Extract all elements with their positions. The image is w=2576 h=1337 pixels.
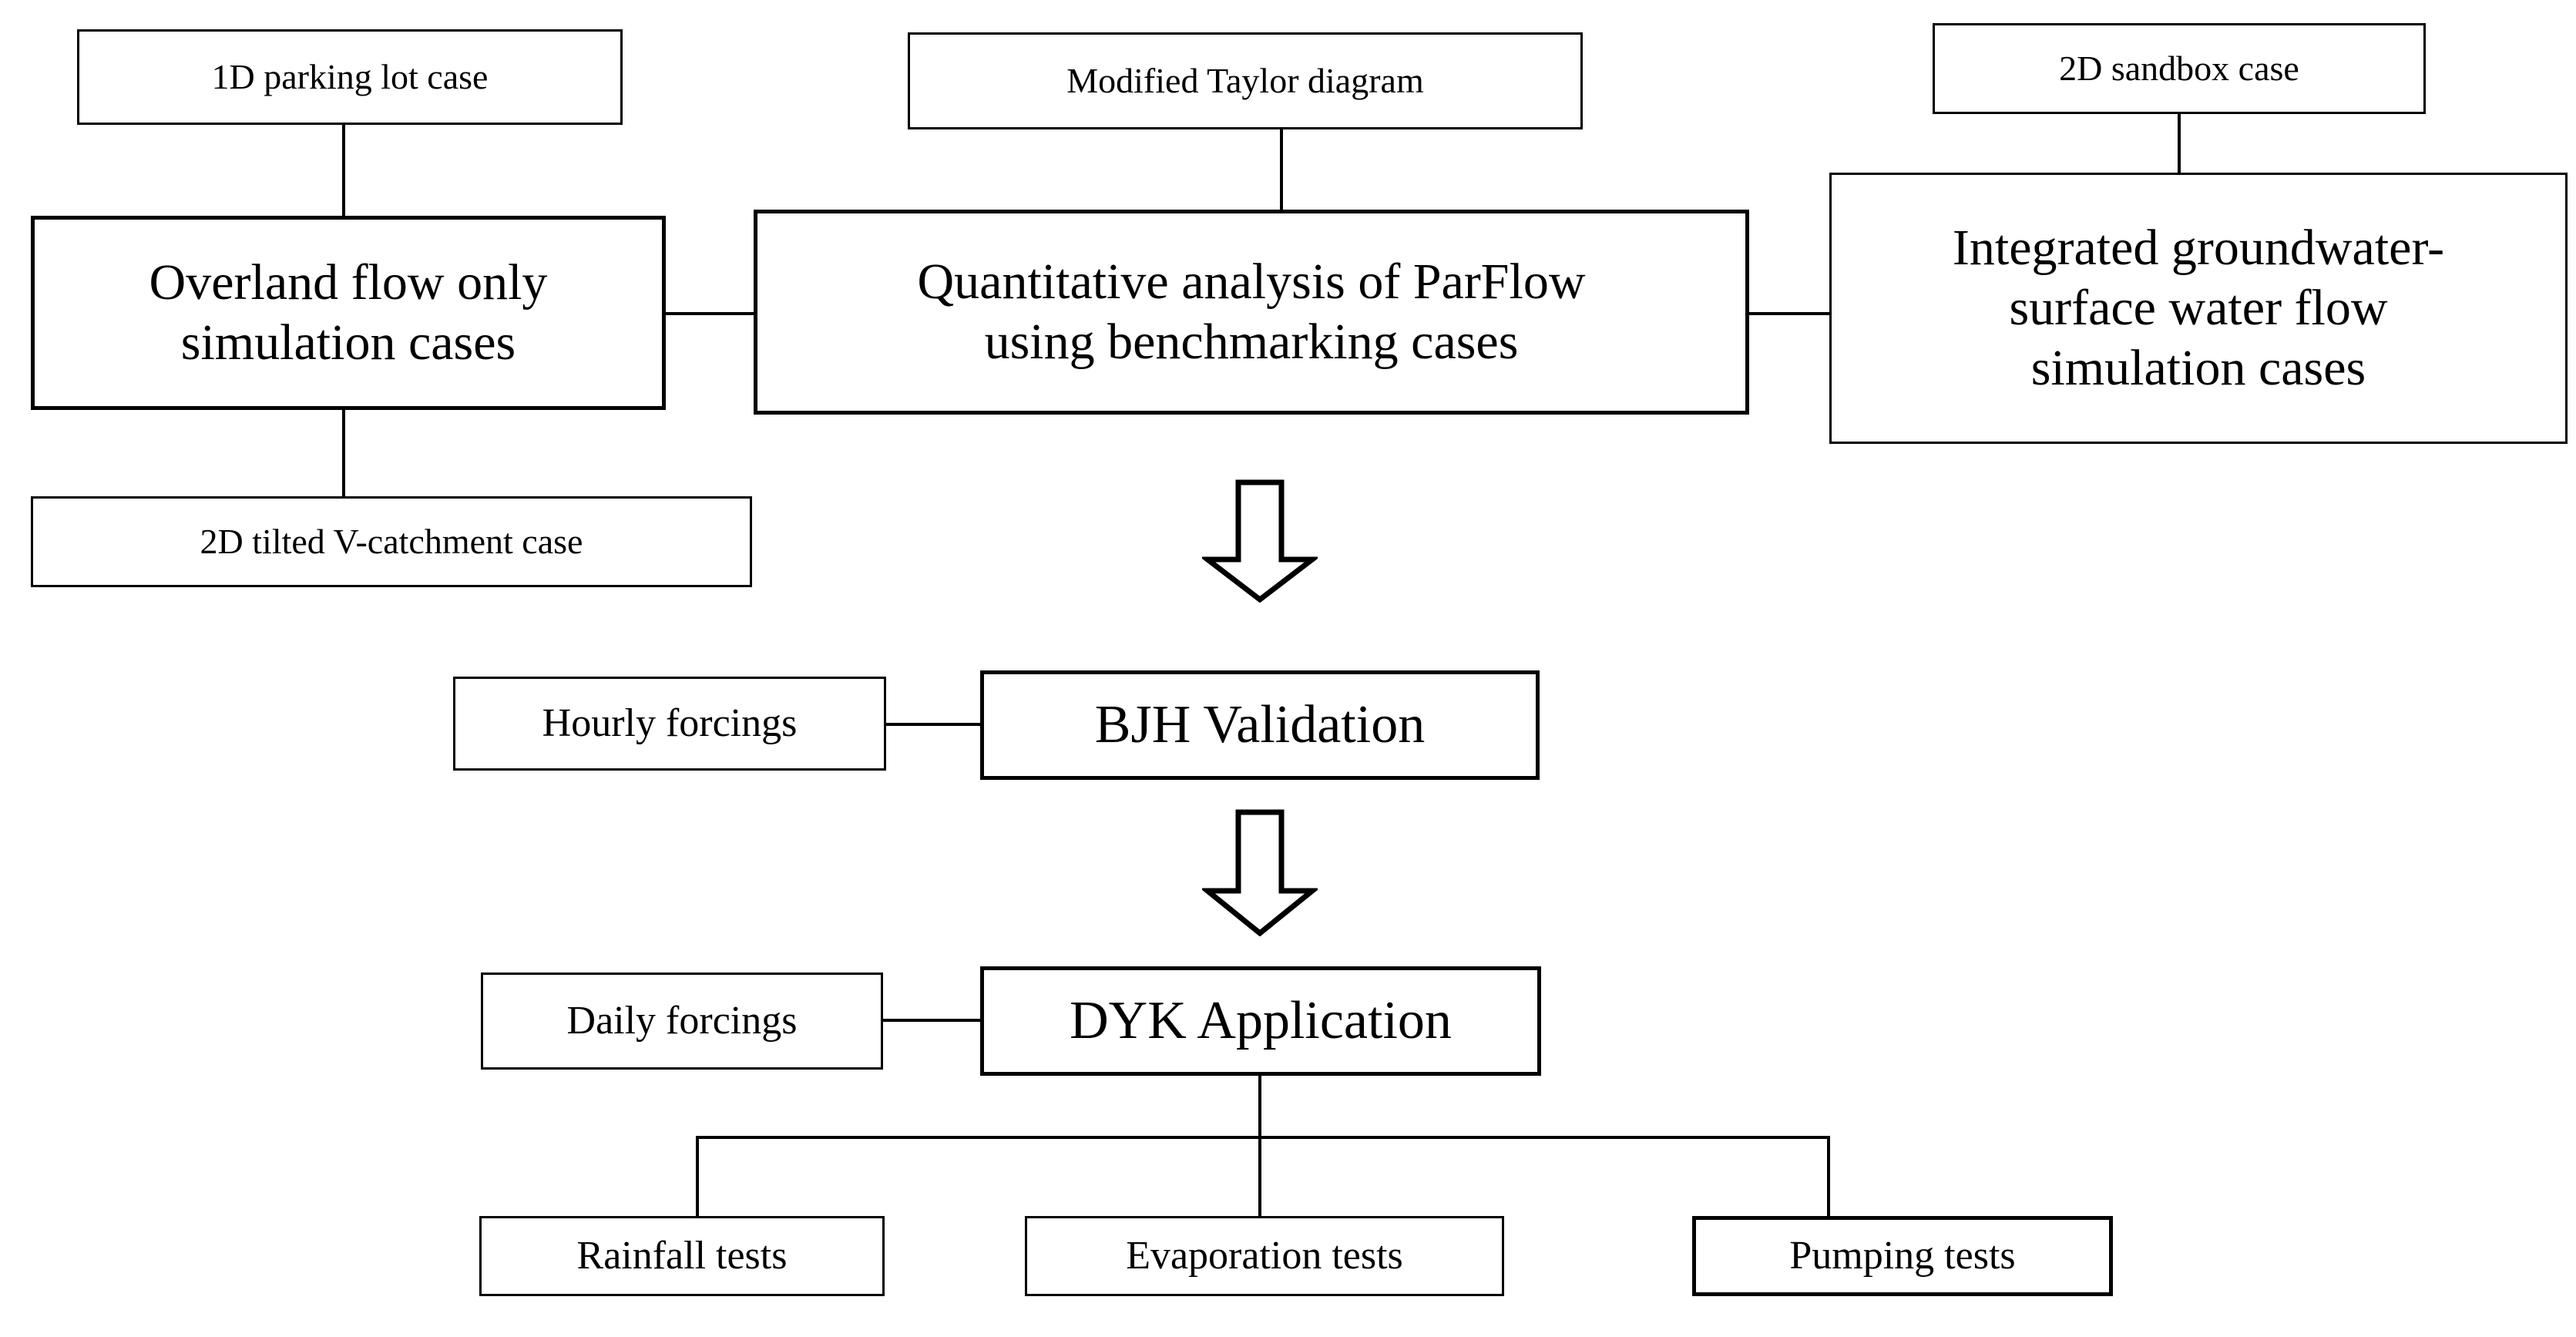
node-2d-tilted-v-catchment-case[interactable]: 2D tilted V-catchment case	[31, 496, 752, 587]
node-label: Modified Taylor diagram	[1066, 60, 1424, 100]
block-arrow-quantitative-to-bjh	[1202, 479, 1318, 603]
connector-overland-to-quantitative	[663, 312, 757, 315]
block-arrow-bjh-to-dyk	[1202, 809, 1318, 936]
node-parking-lot-case[interactable]: 1D parking lot case	[77, 29, 623, 125]
node-integrated-groundwater-surface-water[interactable]: Integrated groundwater- surface water fl…	[1829, 173, 2568, 444]
connector-daily-to-dyk	[882, 1019, 982, 1022]
node-overland-flow-simulation-cases[interactable]: Overland flow only simulation cases	[31, 216, 666, 410]
node-hourly-forcings[interactable]: Hourly forcings	[453, 677, 886, 771]
node-label: Quantitative analysis of ParFlow using b…	[917, 254, 1586, 370]
node-label: Evaporation tests	[1126, 1234, 1403, 1278]
node-label: Overland flow only simulation cases	[149, 254, 548, 371]
connector-branch-rainfall	[696, 1136, 699, 1219]
connector-branch-pumping	[1827, 1136, 1830, 1219]
connector-hourly-to-bjh	[885, 723, 982, 726]
node-pumping-tests[interactable]: Pumping tests	[1692, 1216, 2113, 1296]
connector-sandbox-to-integrated	[2178, 113, 2181, 177]
node-dyk-application[interactable]: DYK Application	[980, 966, 1541, 1076]
node-label: 1D parking lot case	[211, 56, 489, 96]
connector-quantitative-to-integrated	[1746, 312, 1832, 315]
node-label: 2D tilted V-catchment case	[200, 521, 583, 561]
node-label: BJH Validation	[1094, 694, 1426, 754]
connector-branch-evaporation	[1258, 1136, 1261, 1219]
node-label: Rainfall tests	[576, 1234, 788, 1278]
connector-parking-to-overland	[342, 123, 345, 222]
connector-taylor-to-quantitative	[1280, 128, 1283, 222]
node-evaporation-tests[interactable]: Evaporation tests	[1025, 1216, 1504, 1296]
node-label: Daily forcings	[566, 999, 798, 1043]
node-quantitative-analysis-parflow[interactable]: Quantitative analysis of ParFlow using b…	[754, 210, 1749, 415]
node-modified-taylor-diagram[interactable]: Modified Taylor diagram	[908, 32, 1583, 129]
node-daily-forcings[interactable]: Daily forcings	[481, 973, 883, 1070]
connector-dyk-stem	[1258, 1073, 1261, 1168]
connector-branch-bus	[696, 1136, 1830, 1139]
node-label: Pumping tests	[1789, 1234, 2016, 1278]
node-label: Hourly forcings	[542, 701, 798, 746]
connector-overland-to-vcatchment	[342, 407, 345, 498]
node-label: Integrated groundwater- surface water fl…	[1952, 220, 2445, 396]
node-label: 2D sandbox case	[2059, 48, 2299, 88]
node-2d-sandbox-case[interactable]: 2D sandbox case	[1933, 23, 2426, 114]
node-bjh-validation[interactable]: BJH Validation	[980, 670, 1540, 780]
node-rainfall-tests[interactable]: Rainfall tests	[479, 1216, 885, 1296]
node-label: DYK Application	[1070, 990, 1452, 1050]
